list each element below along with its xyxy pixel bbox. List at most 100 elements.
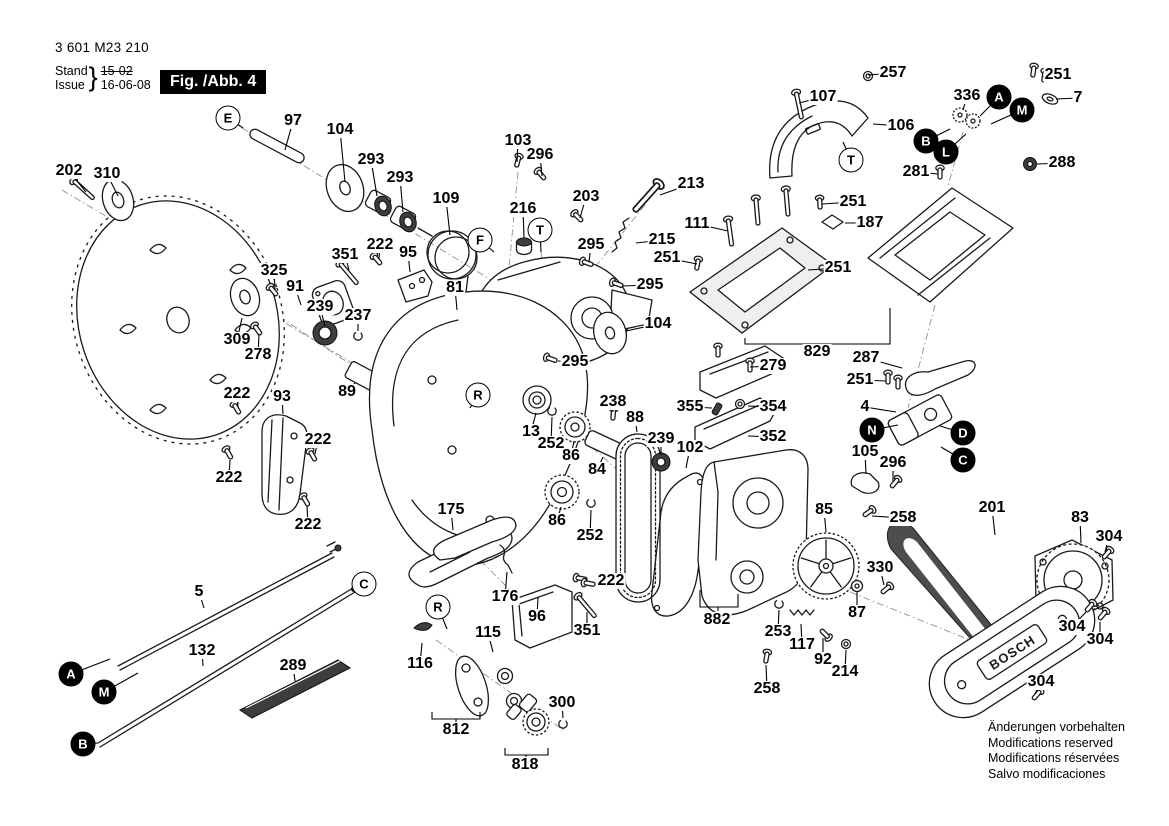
part-label-325: 325 — [259, 262, 289, 279]
nut-354 — [734, 398, 746, 410]
gear-housing-lower — [697, 449, 809, 616]
bracket-882 — [699, 590, 739, 608]
part-label-258: 258 — [752, 680, 782, 697]
part-label-251: 251 — [838, 193, 868, 210]
gear-cluster — [952, 107, 981, 129]
part-label-237: 237 — [343, 307, 373, 324]
socket-screws — [496, 667, 523, 710]
part-label-251: 251 — [845, 371, 875, 388]
washer-top-right — [1041, 93, 1059, 105]
part-label-812: 812 — [441, 721, 471, 738]
blade-washer-outer — [229, 277, 261, 317]
sprocket-upper — [559, 411, 591, 443]
hex-nut — [840, 638, 852, 650]
part-label-251: 251 — [823, 259, 853, 276]
part-label-278: 278 — [243, 346, 273, 363]
part-label-295: 295 — [635, 276, 665, 293]
base-plate-right — [867, 187, 1014, 303]
part-label-106: 106 — [886, 117, 916, 134]
part-label-288: 288 — [1047, 154, 1077, 171]
part-label-251: 251 — [652, 249, 682, 266]
part-label-104: 104 — [643, 315, 673, 332]
cap-nut — [515, 237, 533, 256]
legal-notice: Änderungen vorbehalten Modifications res… — [988, 720, 1125, 782]
belt-cover: BOSCH — [928, 585, 1096, 719]
part-label-222: 222 — [214, 469, 244, 486]
tension-bolt — [628, 176, 667, 216]
pressure-spring — [789, 609, 815, 616]
part-label-97: 97 — [283, 112, 303, 129]
part-label-116: 116 — [406, 655, 434, 672]
guide-rod — [97, 586, 357, 748]
part-label-93: 93 — [272, 388, 292, 405]
notice-line-de: Änderungen vorbehalten — [988, 720, 1125, 734]
ref-bubble-a: A — [986, 84, 1012, 110]
part-label-222: 222 — [293, 516, 323, 533]
nut-top — [862, 70, 874, 82]
part-label-117: 117 — [788, 636, 816, 653]
part-label-818: 818 — [510, 756, 540, 773]
part-label-87: 87 — [847, 604, 867, 621]
part-label-105: 105 — [850, 443, 880, 460]
ref-bubble-d: D — [950, 420, 976, 446]
ref-bubble-m: M — [91, 679, 117, 705]
part-label-13: 13 — [521, 423, 541, 440]
spacer-bushing — [518, 693, 538, 713]
part-label-85: 85 — [814, 501, 834, 518]
ref-bubble-c: C — [950, 447, 976, 473]
part-label-355: 355 — [675, 398, 705, 415]
part-label-86: 86 — [561, 447, 581, 464]
bracket-818 — [504, 748, 549, 756]
part-label-222: 222 — [303, 431, 333, 448]
figure-label: Fig. /Abb. 4 — [160, 70, 267, 94]
part-label-251: 251 — [1043, 66, 1073, 83]
depth-rod — [117, 541, 342, 671]
side-cover — [261, 414, 308, 516]
spacer-diamond — [821, 214, 844, 230]
part-label-111: 111 — [683, 215, 711, 232]
part-label-176: 176 — [490, 588, 520, 605]
washer-mid — [592, 311, 628, 355]
part-label-84: 84 — [587, 461, 607, 478]
part-label-296: 296 — [878, 454, 908, 471]
part-label-239: 239 — [646, 430, 676, 447]
drive-chain — [615, 433, 661, 603]
part-label-175: 175 — [436, 501, 466, 518]
part-label-132: 132 — [187, 642, 217, 659]
switch-block — [887, 394, 953, 446]
part-label-252: 252 — [575, 527, 605, 544]
part-label-5: 5 — [193, 583, 205, 600]
carry-handle — [769, 100, 869, 179]
stand-date: 15-02 — [100, 63, 133, 78]
part-label-115: 115 — [474, 624, 502, 641]
part-label-882: 882 — [702, 611, 732, 628]
part-label-304: 304 — [1085, 631, 1115, 648]
part-label-258: 258 — [888, 509, 918, 526]
part-label-281: 281 — [901, 163, 931, 180]
ref-bubble-b: B — [70, 731, 96, 757]
bushing-1 — [364, 189, 392, 217]
part-label-91: 91 — [285, 278, 305, 295]
notice-line-es: Salvo modificaciones — [988, 766, 1106, 781]
part-label-304: 304 — [1094, 528, 1124, 545]
title-block: 3 601 M23 210 Stand Issue } 15-02 16-06-… — [55, 40, 151, 93]
part-label-7: 7 — [1072, 89, 1084, 106]
part-label-215: 215 — [647, 231, 677, 248]
part-label-4: 4 — [859, 398, 871, 415]
part-label-239: 239 — [305, 298, 335, 315]
part-label-96: 96 — [527, 608, 547, 625]
revision-block: Stand Issue } 15-02 16-06-08 — [55, 62, 151, 93]
part-label-296: 296 — [525, 146, 555, 163]
grommet — [1023, 157, 1037, 171]
notice-line-en: Modifications reserved — [988, 735, 1114, 750]
part-label-201: 201 — [977, 499, 1007, 516]
part-label-238: 238 — [598, 393, 628, 410]
pivot-plate — [454, 655, 490, 717]
part-label-103: 103 — [503, 132, 533, 149]
part-label-213: 213 — [676, 175, 706, 192]
part-label-222: 222 — [596, 572, 626, 589]
part-label-102: 102 — [675, 439, 705, 456]
knife-spring — [499, 544, 513, 574]
washer-large-top — [325, 163, 365, 213]
ref-bubble-r: R — [465, 382, 491, 408]
